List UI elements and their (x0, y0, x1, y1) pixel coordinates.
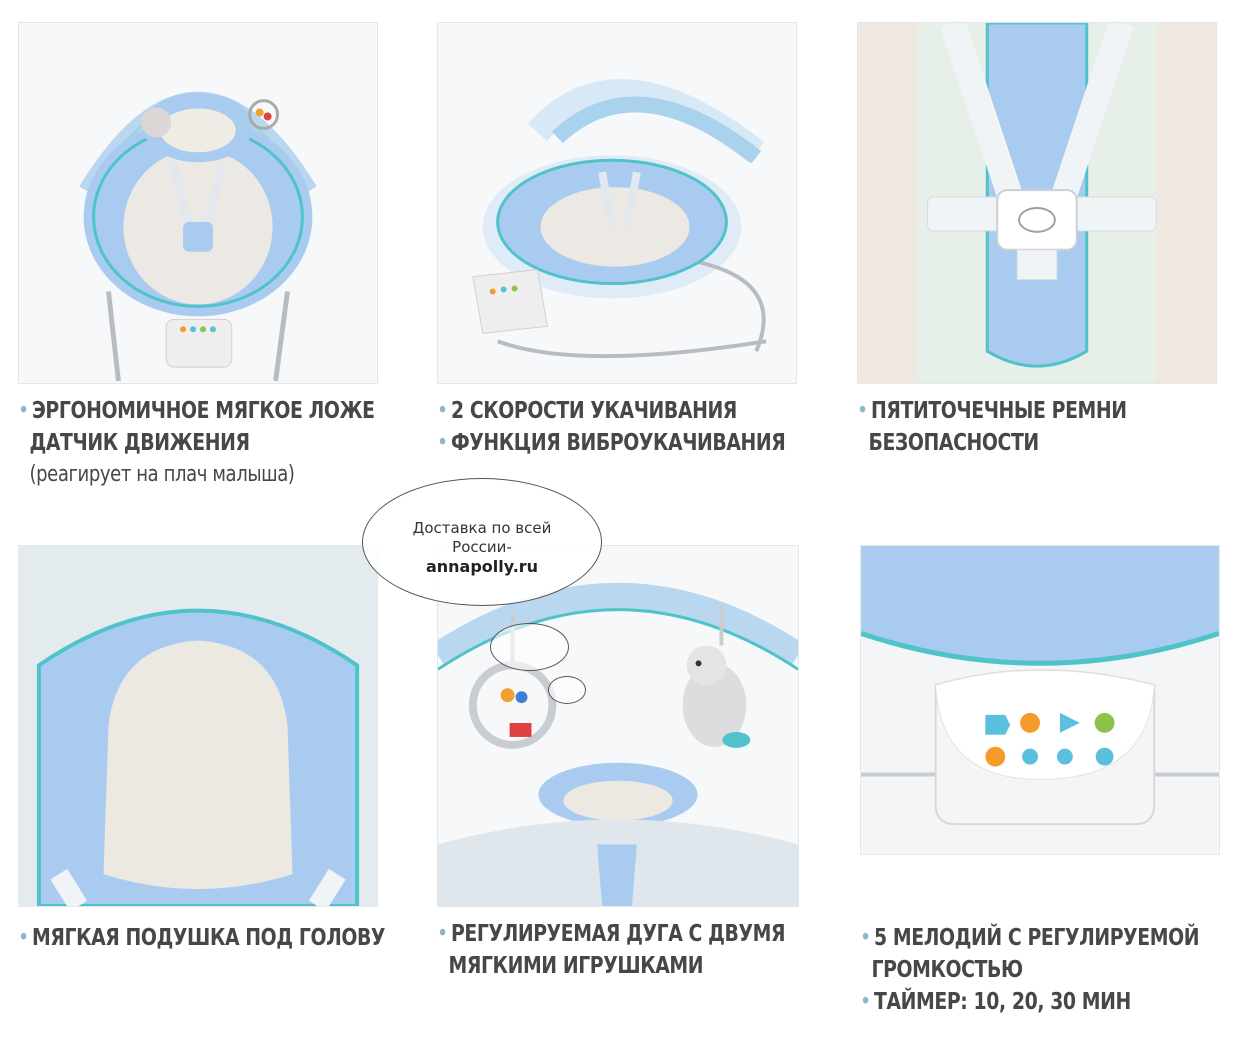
caption-2: •2 СКОРОСТИ УКАЧИВАНИЯ •ФУНКЦИЯ ВИБРОУКА… (437, 398, 786, 456)
delivery-text-line2: России- (452, 538, 512, 556)
caption-4: •МЯГКАЯ ПОДУШКА ПОД ГОЛОВУ (18, 925, 386, 951)
photo-control-unit (860, 545, 1220, 855)
photo-bouncer-front (18, 22, 378, 384)
photo-harness (857, 22, 1217, 384)
bubble-tail-small (548, 676, 586, 704)
caption-5: •РЕГУЛИРУЕМАЯ ДУГА С ДВУМЯ МЯГКИМИ ИГРУШ… (437, 921, 786, 979)
delivery-text-line1: Доставка по всей (412, 519, 552, 537)
delivery-bubble: Доставка по всей России- annapolly.ru (362, 478, 602, 606)
caption-6: •5 МЕЛОДИЙ С РЕГУЛИРУЕМОЙ ГРОМКОСТЬЮ •ТА… (860, 925, 1200, 1015)
photo-bouncer-side (437, 22, 797, 384)
caption-3: •ПЯТИТОЧЕЧНЫЕ РЕМНИ БЕЗОПАСНОСТИ (857, 398, 1127, 456)
photo-head-cushion (18, 545, 378, 907)
bubble-tail-large (490, 623, 569, 671)
site-name: annapolly.ru (425, 557, 539, 576)
caption-1: •ЭРГОНОМИЧНОЕ МЯГКОЕ ЛОЖЕ ДАТЧИК ДВИЖЕНИ… (18, 398, 375, 487)
